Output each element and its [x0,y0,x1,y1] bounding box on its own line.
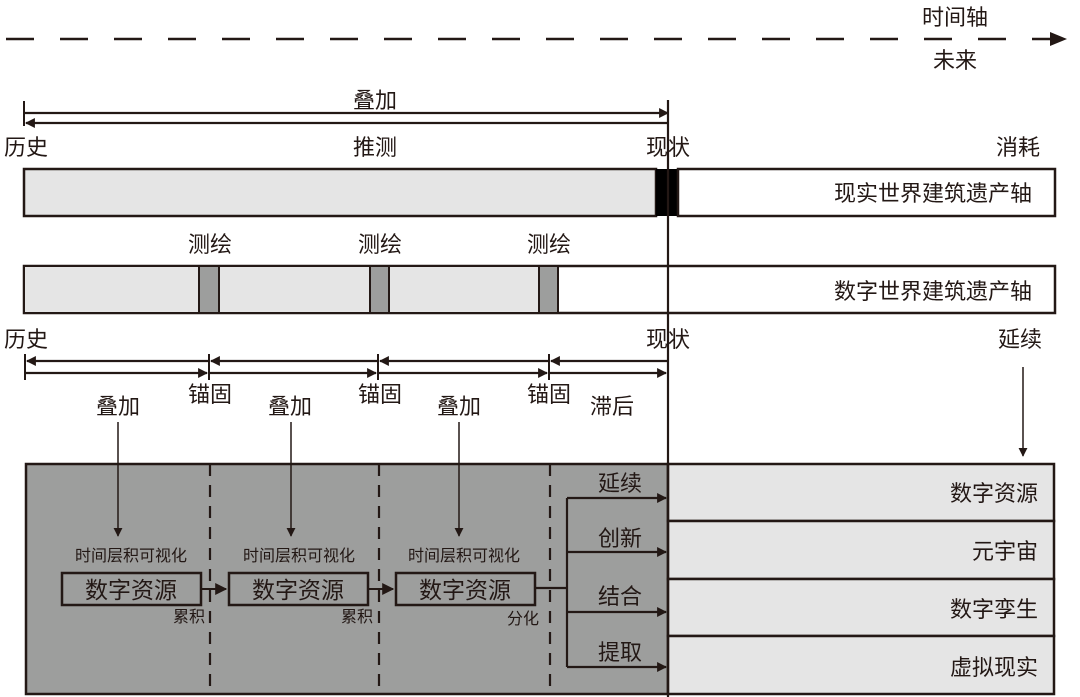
speculate-label: 推测 [353,136,397,161]
stage-caption: 时间层积可视化 [243,546,355,565]
branch-label: 提取 [598,641,642,666]
process-stage: 时间层积可视化 数字资源 分化 [394,546,539,628]
time-axis-arrow-icon [1050,32,1067,46]
overlay-label: 叠加 [268,395,312,420]
branch-label: 延续 [598,472,642,497]
anchor-label: 锚固 [358,383,402,408]
output-label: 数字孪生 [950,598,1038,623]
survey-label: 测绘 [358,233,402,258]
stage-caption: 时间层积可视化 [75,546,187,565]
process-stage: 时间层积可视化 数字资源 累积 [60,546,205,626]
branch-label: 创新 [598,527,642,552]
digital-axis-bar: 测绘 测绘 测绘 数字世界建筑遗产轴 [22,233,1057,315]
output-list: 数字资源 元宇宙 数字孪生 虚拟现实 [666,462,1056,696]
overlay-label: 叠加 [353,89,397,114]
survey-label: 测绘 [188,233,232,258]
history-label-top: 历史 [4,136,48,161]
digital-resource-label: 数字资源 [85,578,177,604]
overlay-label: 叠加 [96,395,140,420]
stage-caption: 时间层积可视化 [408,546,520,565]
time-axis-label: 时间轴 [922,6,988,31]
output-box [666,462,1056,523]
output-box [666,634,1056,696]
survey-label: 测绘 [527,233,571,258]
digital-anchor-arrows: 历史 现状 延续 锚固 锚固 锚固 滞后 叠加 叠加 叠加 [4,328,1042,420]
overlay-label: 叠加 [437,395,481,420]
digital-resource-label: 数字资源 [419,578,511,604]
consume-label: 消耗 [996,136,1040,161]
process-panel: 时间层积可视化 数字资源 累积 时间层积可视化 数字资源 累积 时间层积可视化 … [24,422,670,696]
digital-resource-box [394,571,537,607]
reality-overlay-arrows: 叠加 推测 历史 现状 消耗 [4,89,1040,161]
output-box [666,577,1056,638]
process-stage: 时间层积可视化 数字资源 累积 [227,546,373,626]
branch-label: 结合 [598,585,642,610]
digital-resource-label: 数字资源 [252,578,344,604]
accumulate-label: 累积 [341,607,373,626]
reality-axis-bar: 现实世界建筑遗产轴 [22,167,1057,218]
survey-marker [538,265,559,314]
output-label: 虚拟现实 [950,656,1038,681]
anchor-label: 锚固 [527,383,571,408]
anchor-label: 锚固 [188,383,232,408]
accumulate-label: 累积 [173,607,205,626]
future-label: 未来 [933,49,977,74]
reality-axis-label: 现实世界建筑遗产轴 [834,182,1032,207]
survey-marker [369,265,390,314]
output-label: 元宇宙 [972,540,1038,565]
survey-marker [198,265,220,314]
digital-resource-box [60,571,203,607]
digital-axis-label: 数字世界建筑遗产轴 [834,280,1032,305]
output-label: 数字资源 [950,482,1038,507]
lag-label: 滞后 [590,395,634,420]
history-label-bottom: 历史 [4,328,48,353]
continue-label-top: 延续 [998,328,1042,353]
time-axis: 时间轴 未来 [6,6,1067,74]
differentiate-label: 分化 [507,609,539,628]
